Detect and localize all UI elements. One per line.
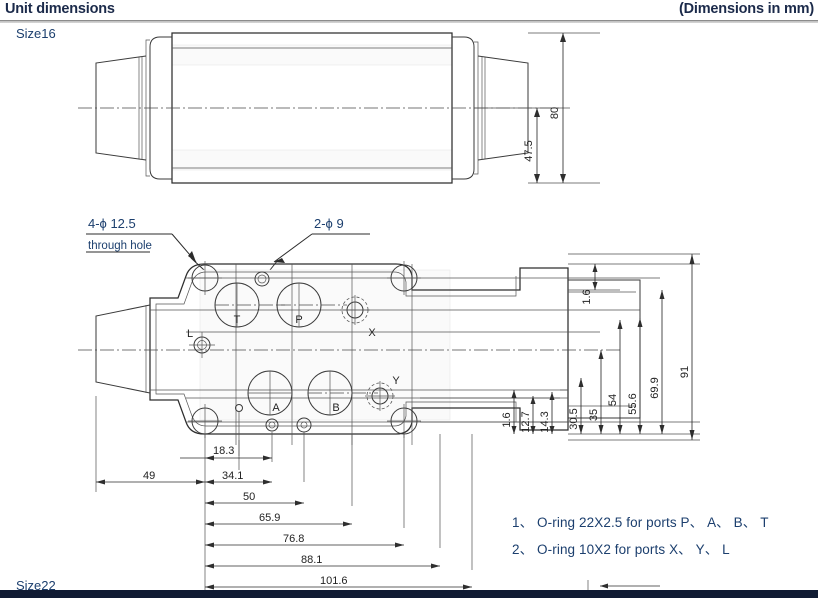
- dim-main-50: 50: [243, 491, 255, 503]
- mounting-hole: [188, 261, 222, 295]
- port-label-A: A: [272, 402, 280, 414]
- dim-main-54: 54: [607, 394, 619, 406]
- note-item: 2、 O-ring 10X2 for ports X、 Y、 L: [512, 542, 730, 557]
- page-title: Unit dimensions: [5, 1, 115, 17]
- port-label-P: P: [295, 314, 302, 326]
- port-label-L: L: [187, 328, 193, 340]
- dim-main-65-9: 65.9: [259, 512, 280, 524]
- page-header: Unit dimensions (Dimensions in mm): [0, 0, 818, 23]
- units-note: (Dimensions in mm): [679, 1, 814, 17]
- dim-main-30-5: 30.5: [568, 408, 580, 429]
- dim-main-14-3: 14.3: [539, 411, 551, 432]
- port-P: P: [276, 282, 347, 328]
- dowel-hole: [254, 271, 270, 287]
- dim-main-12-7: 12.7: [520, 411, 532, 432]
- dim-main-35: 35: [588, 409, 600, 421]
- dim-main-49: 49: [143, 470, 155, 482]
- port-Y: Y: [365, 375, 400, 411]
- dim-main-1-6-top: 1.6: [581, 289, 593, 304]
- port-label-Y: Y: [392, 375, 400, 387]
- main-view-vertical-dimensions: 1.6 1.6 12.7 14.3 30.5 35: [420, 253, 700, 441]
- dim-main-101-6: 101.6: [320, 575, 348, 587]
- hole-callout-4phi125-label: 4-ϕ 12.5: [88, 216, 136, 231]
- note-item: 1、 O-ring 22X2.5 for ports P、 A、 B、 T: [512, 515, 769, 530]
- dim-main-1-6-lower: 1.6: [501, 412, 513, 427]
- hole-callout-2phi9-label: 2-ϕ 9: [314, 216, 344, 231]
- top-view-dimensions: 80 47.5: [474, 32, 600, 184]
- dim-main-34-1: 34.1: [222, 470, 243, 482]
- port-label-T: T: [234, 314, 241, 326]
- dim-main-76-8: 76.8: [283, 533, 304, 545]
- hole-callout-through-hole-label: through hole: [88, 240, 152, 252]
- view-label-size22: Size22: [16, 578, 56, 593]
- port-X: X: [340, 295, 376, 339]
- mounting-hole: [387, 261, 421, 295]
- port-label-B: B: [332, 402, 339, 414]
- port-T: T: [214, 282, 285, 328]
- dim-main-88-1: 88.1: [301, 554, 322, 566]
- view-label-size16: Size16: [16, 26, 56, 41]
- dim-main-91: 91: [679, 366, 691, 378]
- port-A: A: [247, 370, 293, 416]
- footer-bar: [0, 590, 818, 598]
- notes-block: 1、 O-ring 22X2.5 for ports P、 A、 B、 T 2、…: [512, 511, 769, 565]
- dowel-hole: [265, 418, 279, 432]
- port-label-X: X: [368, 327, 376, 339]
- dim-main-55-6: 55.6: [627, 393, 639, 414]
- port-B: B: [307, 370, 378, 416]
- main-view-mounting-face: [78, 263, 641, 445]
- header-divider: [0, 20, 818, 23]
- main-view-horizontal-dimensions: 18.3 49 34.1 50 65.9 76.8: [95, 396, 473, 592]
- dim-top-80: 80: [549, 107, 561, 119]
- dim-main-18-3: 18.3: [213, 445, 234, 457]
- port-L: L: [187, 328, 215, 358]
- dim-top-47-5: 47.5: [523, 140, 535, 161]
- dim-main-69-9: 69.9: [649, 377, 661, 398]
